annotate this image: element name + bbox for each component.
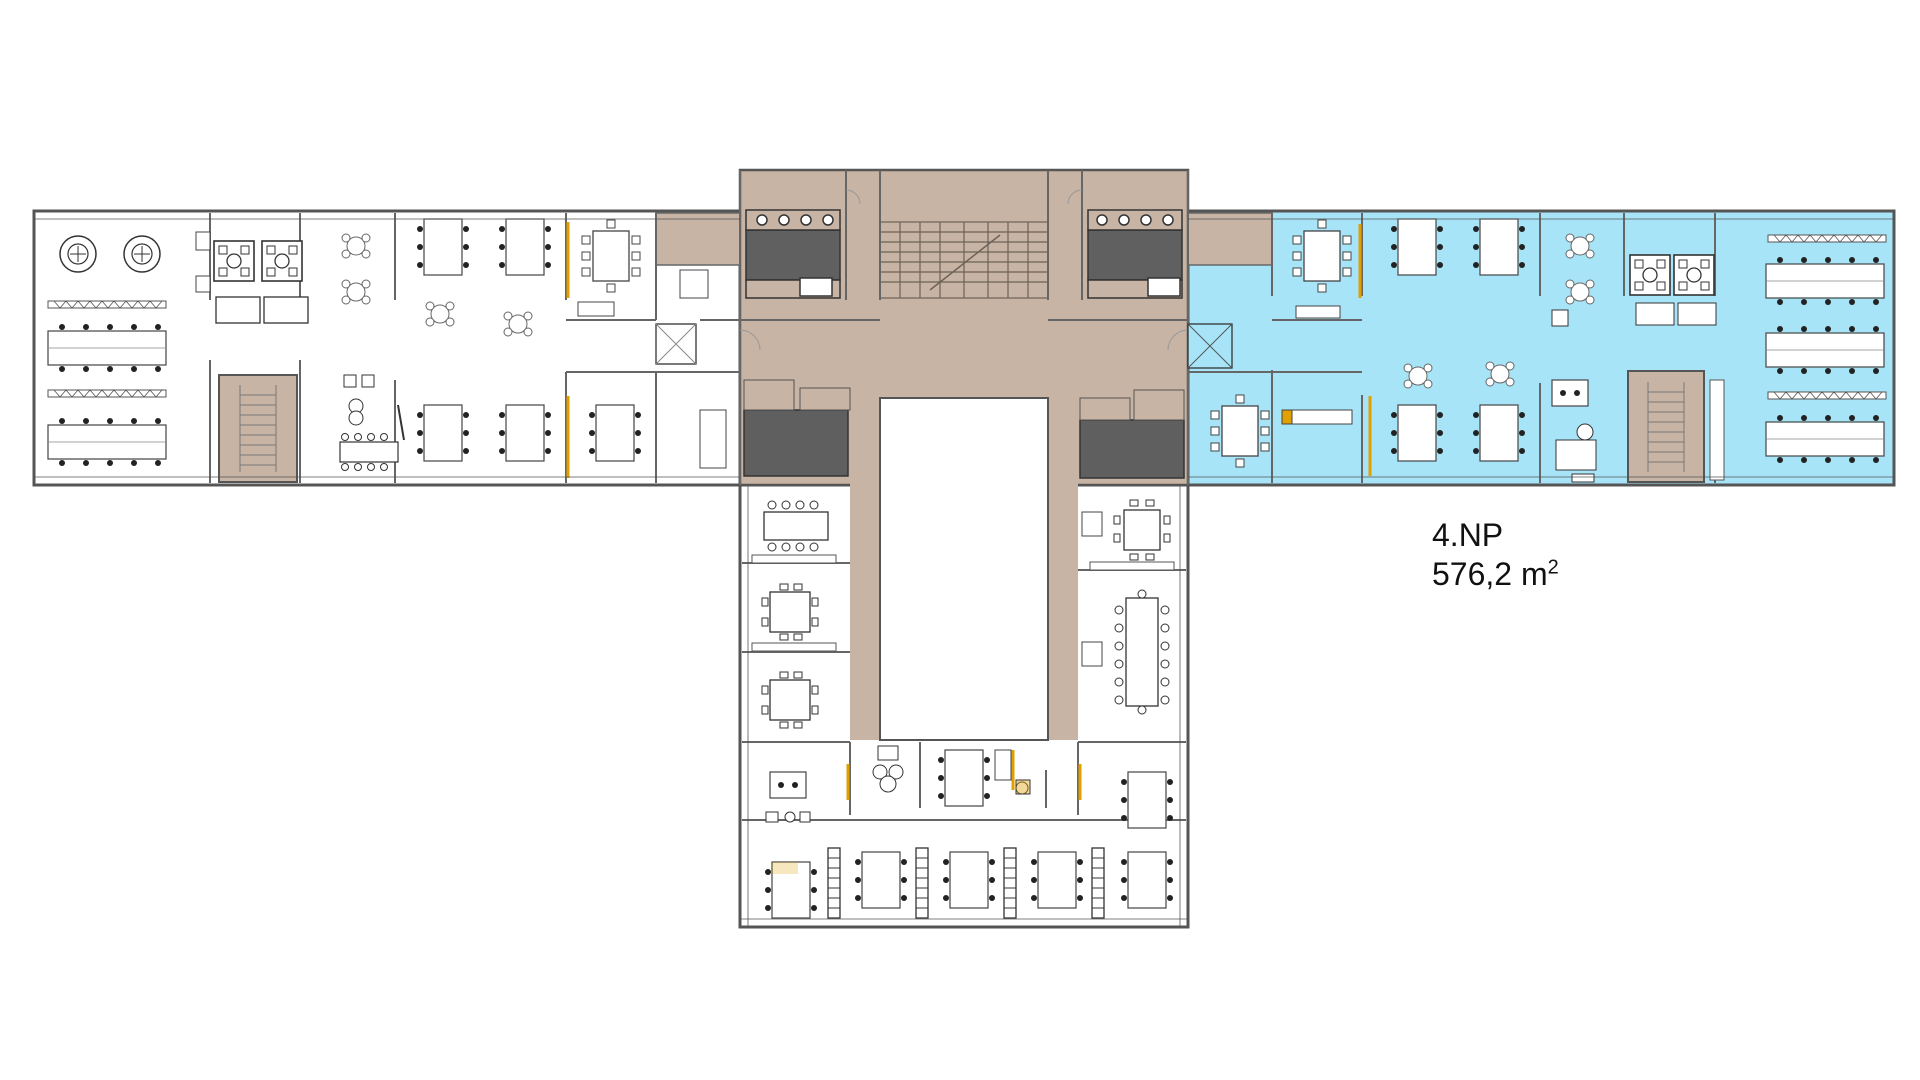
stair-right xyxy=(1627,370,1705,483)
lower-wing-furniture xyxy=(742,499,1186,919)
service-shaft-right xyxy=(1079,419,1185,479)
floor-area: 576,2 m2 xyxy=(1432,555,1559,594)
core-ext-left xyxy=(655,212,741,266)
floor-name: 4.NP xyxy=(1432,517,1504,553)
floor-area-value: 576,2 m xyxy=(1432,556,1548,593)
facade-ticks xyxy=(34,218,1894,927)
corridor-right xyxy=(1048,395,1078,740)
floor-label: 4.NP 576,2 m2 xyxy=(1432,516,1559,594)
stair-left xyxy=(218,374,298,483)
corridor-left xyxy=(850,395,880,740)
core-toilets-right xyxy=(1087,209,1183,299)
floor-area-unit-exponent: 2 xyxy=(1547,556,1559,579)
core-toilets-left xyxy=(745,209,841,299)
service-shaft-left xyxy=(743,409,849,477)
core-ext-right xyxy=(1187,212,1273,266)
atrium xyxy=(879,397,1049,741)
right-wing-furniture xyxy=(1187,213,1887,483)
left-wing-furniture xyxy=(47,213,740,483)
